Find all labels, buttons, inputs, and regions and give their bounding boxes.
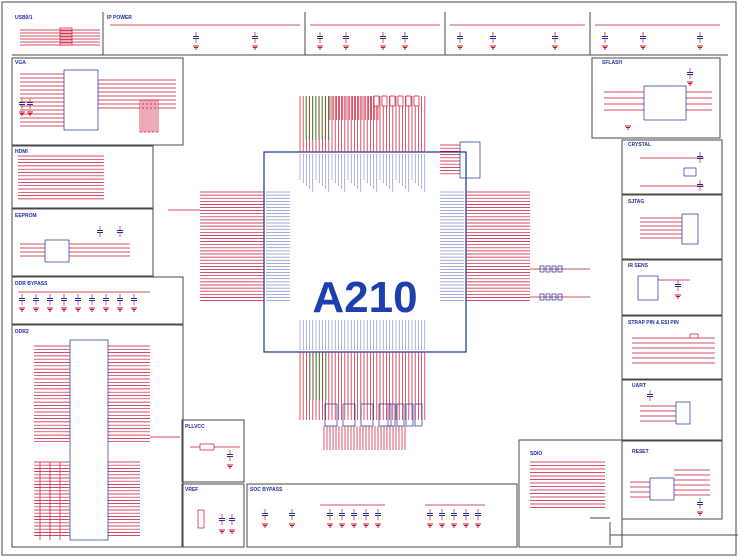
section-vga-title: VGA — [15, 60, 26, 66]
section-vref-title: VREF — [185, 487, 198, 493]
section-uart-title: UART — [632, 383, 646, 389]
section-soc-bypass-title: SOC BYPASS — [250, 487, 283, 493]
section-ddr2-title: DDR2 — [15, 329, 29, 335]
section-strap-title: STRAP PIN & ESI PIN — [628, 320, 679, 326]
section-ddr-bypass-title: DDR BYPASS — [15, 281, 48, 287]
section-ip-power-title: IP POWER — [107, 15, 132, 21]
soc-chip: A210 — [263, 151, 467, 353]
section-ir-sens-title: IR SENS — [628, 263, 649, 269]
section-reset-title: RESET — [632, 449, 649, 455]
section-hdmi-title: HDMI — [15, 149, 28, 155]
section-usb-title: USB0/1 — [15, 15, 33, 21]
section-sdio-title: SDIO — [530, 451, 542, 457]
components — [19, 27, 703, 541]
section-spiflash-title: SFLASH — [602, 60, 622, 66]
section-pllvcc-title: PLLVCC — [185, 424, 205, 430]
section-sjtag-title: SJTAG — [628, 199, 644, 205]
soc-chip-label: A210 — [312, 273, 417, 322]
wiring — [18, 24, 720, 540]
section-crystal-title: CRYSTAL — [628, 142, 651, 148]
section-eeprom-title: EEPROM — [15, 213, 37, 219]
section-titles: USB0/1 IP POWER VGA HDMI EEPROM DDR BYPA… — [15, 15, 679, 493]
